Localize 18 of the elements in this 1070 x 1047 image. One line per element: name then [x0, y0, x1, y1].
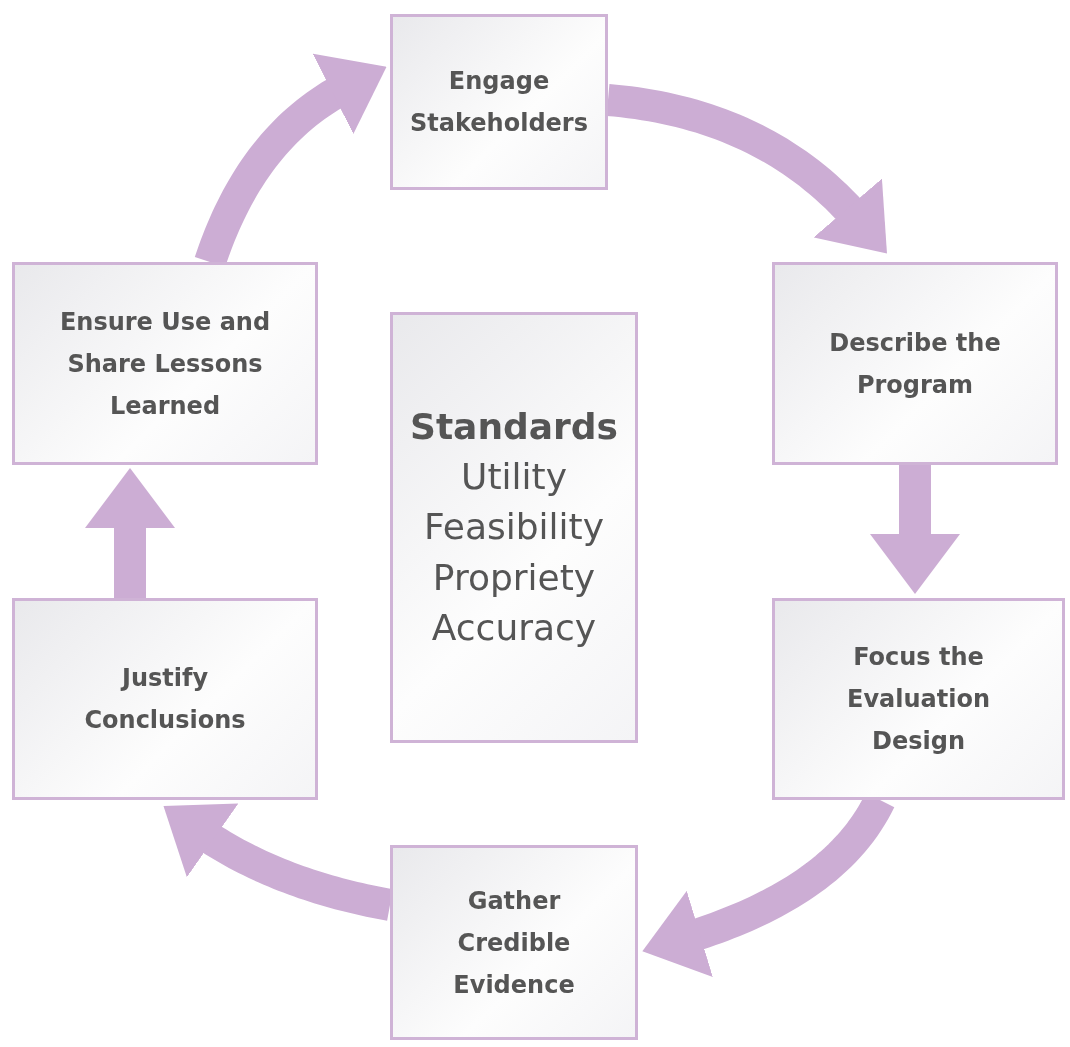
- standard-item: Feasibility: [424, 505, 604, 550]
- step-box: [390, 845, 638, 1040]
- standard-item: Utility: [461, 454, 567, 499]
- standard-item: Accuracy: [431, 606, 597, 651]
- step-box: [772, 598, 1065, 800]
- step-label: Engage Stakeholders: [409, 66, 589, 139]
- standards-box: [390, 312, 638, 743]
- step-label: Focus the Evaluation Design: [846, 642, 991, 757]
- step-box: [772, 262, 1058, 465]
- step-label: Gather Credible Evidence: [452, 885, 576, 1001]
- heading: Standards: [409, 404, 619, 449]
- step-box: [390, 14, 608, 190]
- step-label: Ensure Use and Share Lessons Learned: [58, 306, 272, 422]
- step-label: Justify Conclusions: [83, 663, 247, 736]
- standard-item: Propriety: [432, 555, 596, 600]
- step-label: Describe the Program: [828, 327, 1002, 401]
- step-box: [12, 262, 318, 465]
- step-box: [12, 598, 318, 800]
